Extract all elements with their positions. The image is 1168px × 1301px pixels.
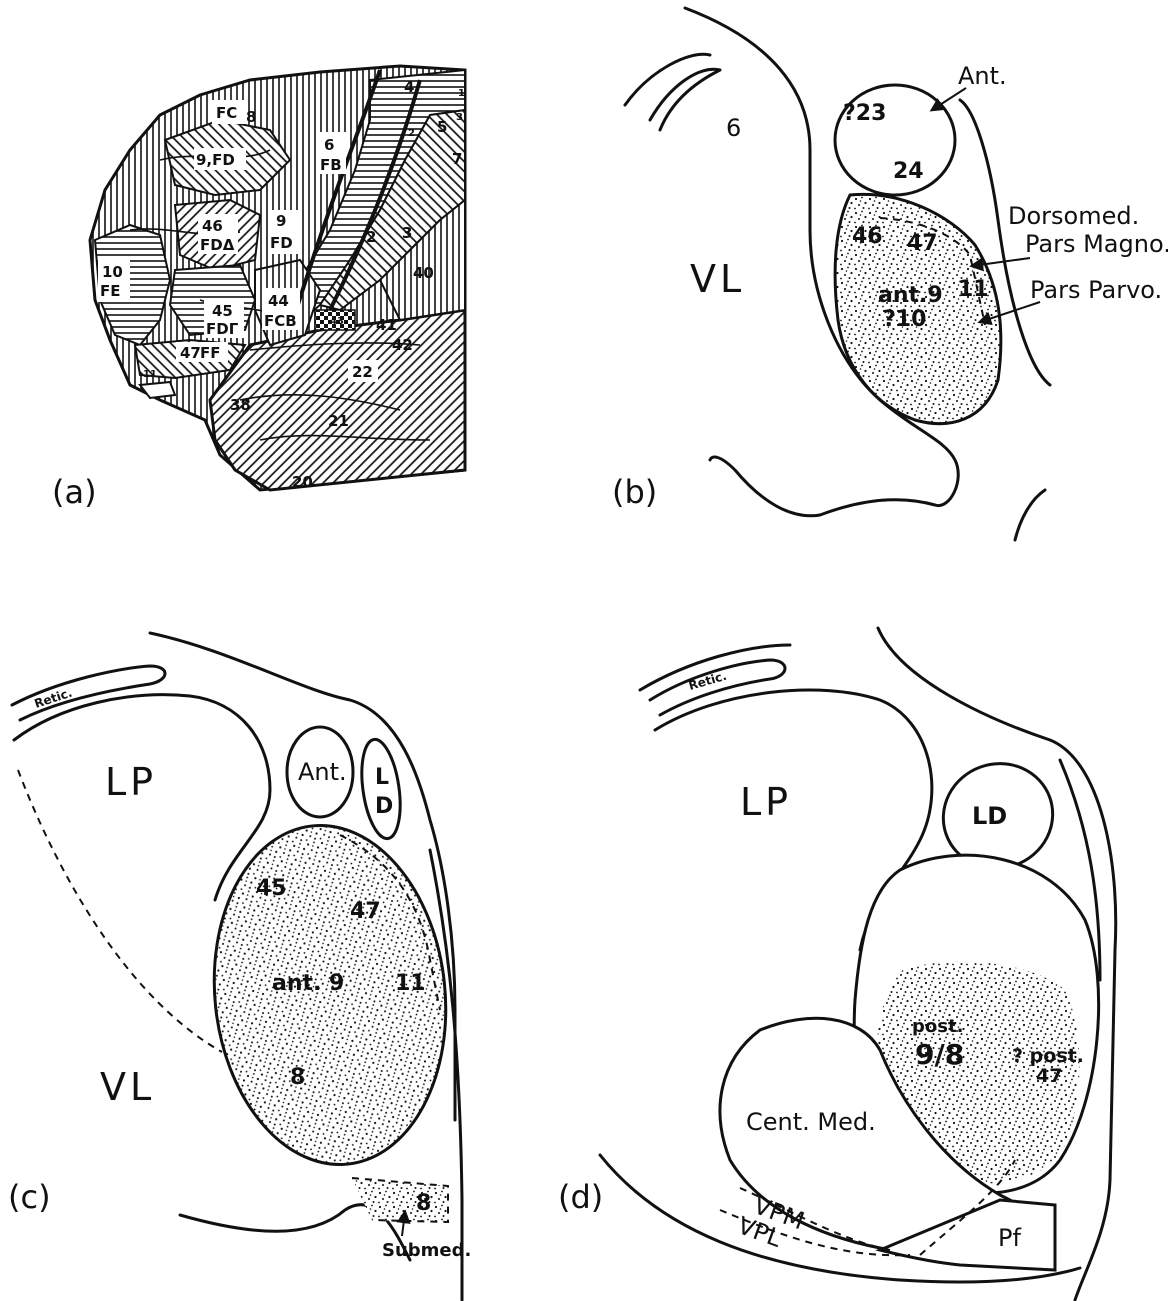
label-l: L — [375, 765, 389, 790]
label-post: post. — [912, 1016, 963, 1037]
area-label: 8 — [246, 108, 256, 126]
area-label: 47 — [180, 344, 201, 362]
area-label: 22 — [352, 363, 373, 381]
panel-b-tag: (b) — [612, 473, 657, 511]
area-label: 5 — [437, 118, 447, 136]
label-ld-d: LD — [972, 802, 1007, 830]
label-45: 45 — [256, 876, 287, 901]
label-lp: LP — [105, 760, 157, 804]
label-47: 47 — [907, 231, 938, 256]
label-8b: 8 — [416, 1191, 431, 1216]
label-ant: Ant. — [958, 62, 1007, 90]
panel-d: Retic. LP LD post. 9/8 ? post. 47 Cent. … — [558, 628, 1116, 1300]
label-pars-parvo: Pars Parvo. — [1030, 276, 1162, 304]
label-47-c: 47 — [350, 899, 381, 924]
label-8: 8 — [290, 1065, 305, 1090]
label-24: 24 — [893, 159, 924, 184]
area-label: 43 — [330, 316, 344, 327]
area-label: 46 — [202, 217, 223, 235]
label-qpost: ? post. — [1012, 1045, 1084, 1067]
label-q23: ?23 — [843, 101, 886, 126]
area-label: FC — [216, 104, 237, 122]
label-cent-med: Cent. Med. — [746, 1108, 876, 1136]
area-label: 38 — [230, 396, 251, 414]
area-label: 40 — [413, 264, 434, 282]
label-9-8: 9/8 — [915, 1038, 964, 1071]
label-lp-d: LP — [740, 780, 792, 824]
label-46: 46 — [852, 224, 883, 249]
label-47-d: 47 — [1036, 1065, 1062, 1087]
area-label: 7 — [452, 150, 462, 168]
label-11-c: 11 — [395, 971, 426, 996]
area-label: 11 — [143, 369, 157, 380]
label-ant9: ant.9 — [878, 283, 943, 308]
label-dorsomed: Dorsomed. — [1008, 202, 1139, 230]
area-label: 45 — [212, 302, 233, 320]
label-q10: ?10 — [883, 307, 926, 332]
panel-a-tag: (a) — [52, 473, 97, 511]
label-area-6: 6 — [726, 114, 741, 142]
area-label: 4 — [404, 78, 414, 96]
panel-a-brain: FC 8 6 FB 4 2 5 1 3 7 9,FD 46 FDΔ 9 FD 2… — [52, 66, 465, 511]
area-label: 41 — [376, 316, 397, 334]
panel-d-tag: (d) — [558, 1178, 603, 1216]
area-label: 42 — [392, 336, 413, 354]
area-label: FB — [320, 156, 342, 174]
area-label: 10 — [102, 263, 123, 281]
label-vl: VL — [690, 257, 745, 301]
area-label: FD — [270, 234, 293, 252]
panel-b: 6 VL ?23 24 46 47 11 ant.9 ?10 Ant. Dors… — [612, 8, 1168, 540]
area-label: 9,FD — [196, 151, 235, 169]
area-label: 3 — [402, 224, 412, 242]
label-ant-c: Ant. — [298, 758, 347, 786]
area-label: FCB — [264, 312, 297, 330]
label-vl-c: VL — [100, 1065, 155, 1109]
area-label: 2 — [366, 228, 376, 246]
area-label: 1 — [458, 88, 465, 99]
panel-c: Retic. LP VL Ant. L D 45 47 ant. 9 11 8 … — [8, 633, 471, 1300]
label-pars-magno: Pars Magno. — [1025, 230, 1168, 258]
area-label: FF — [200, 344, 221, 362]
area-label: 9 — [276, 212, 286, 230]
area-label: 20 — [292, 473, 313, 491]
label-pf: Pf — [998, 1224, 1021, 1252]
label-submed: Submed. — [382, 1240, 471, 1261]
label-d: D — [375, 794, 393, 819]
area-label: 3 — [456, 112, 463, 123]
area-label: FE — [100, 282, 121, 300]
area-label: 6 — [324, 136, 334, 154]
area-label: FDΔ — [200, 236, 235, 254]
area-label: FDΓ — [206, 320, 239, 338]
panel-c-tag: (c) — [8, 1178, 51, 1216]
area-label: 2 — [408, 128, 415, 139]
area-label: 21 — [328, 412, 349, 430]
area-label: 44 — [268, 292, 289, 310]
label-ant9-c: ant. 9 — [272, 971, 344, 996]
label-11: 11 — [958, 277, 989, 302]
